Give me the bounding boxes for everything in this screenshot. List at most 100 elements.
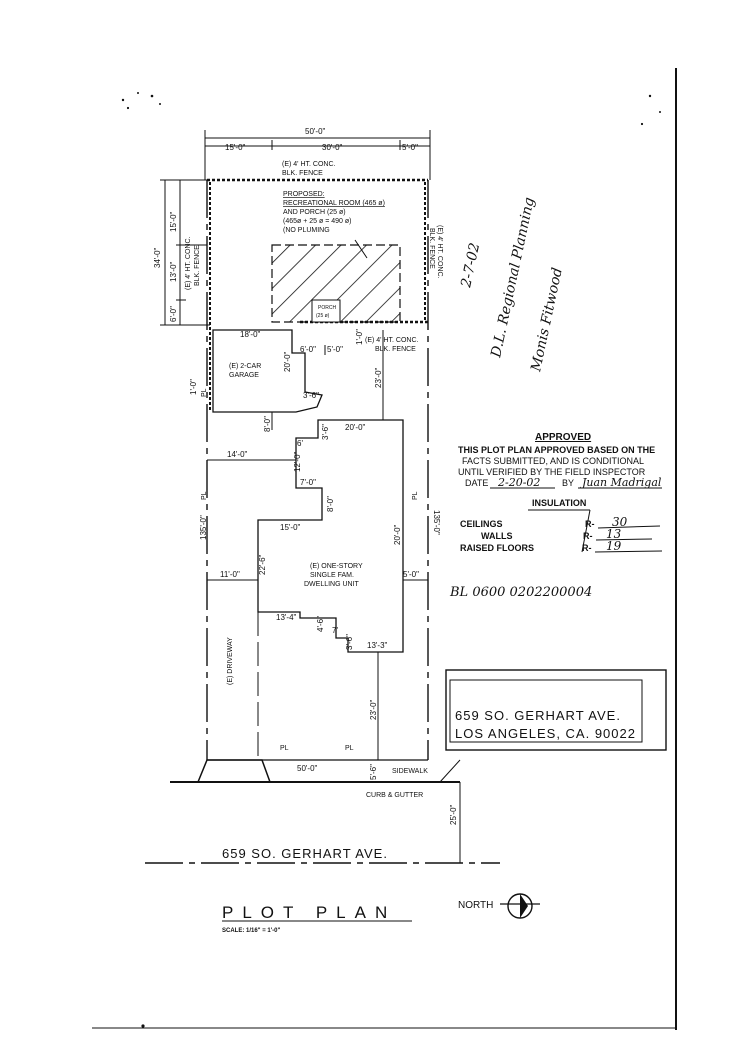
dwelling-label-1: (E) ONE-STORY	[310, 563, 363, 570]
dim-house-8: 8'-0"	[326, 496, 335, 512]
dim-step-6: 6'	[297, 439, 303, 448]
stamp-row-floors-r: R-	[582, 543, 592, 553]
stamp-row-ceilings-value: 30	[612, 515, 628, 529]
right-fence-label-1: (E) 4' HT. CONC.	[436, 225, 443, 279]
dim-house-22-6: 22'-6"	[258, 554, 267, 575]
dim-top-left: 15'-0"	[225, 143, 246, 152]
stamp-approved: APPROVED	[535, 432, 591, 443]
dim-front-lot: 50'-0"	[297, 764, 318, 773]
dim-left-34: 34'-0"	[153, 247, 162, 268]
plot-plan-title: PLOT PLAN	[222, 903, 396, 922]
curb-label: CURB & GUTTER	[366, 792, 423, 799]
rear-fence-label-2: BLK. FENCE	[282, 170, 323, 177]
dim-house-15: 15'-0"	[280, 523, 301, 532]
dim-house-13-4: 13'-4"	[276, 613, 297, 622]
dim-step-3-6b: 3'-6"	[321, 424, 330, 440]
dim-side-1: 1'-0"	[189, 379, 198, 395]
proposed-line-3: (465ø + 25 ø = 490 ø)	[283, 218, 351, 225]
approval-stamp: APPROVED THIS PLOT PLAN APPROVED BASED O…	[458, 432, 663, 553]
dim-house-7: 7'-0"	[300, 478, 316, 487]
dim-house-20w: 20'-0"	[345, 423, 366, 432]
lot-boundary	[206, 180, 429, 760]
dim-house-4-6: 4'-6"	[316, 616, 325, 632]
pl-right-mid: PL	[412, 491, 419, 500]
rear-fence-label-1: (E) 4' HT. CONC.	[282, 161, 336, 168]
sidewalk-label: SIDEWALK	[392, 768, 428, 775]
left-dimensions	[160, 179, 210, 326]
stamp-line-2: FACTS SUBMITTED, AND IS CONDITIONAL	[462, 456, 644, 466]
stamp-date-label: DATE	[465, 478, 488, 488]
stamp-row-ceilings-rule	[597, 525, 661, 529]
pl-front-right: PL	[345, 745, 354, 752]
stamp-line-1: THIS PLOT PLAN APPROVED BASED ON THE	[458, 445, 655, 455]
mid-fence-label-1: (E) 4' HT. CONC.	[365, 337, 419, 344]
dim-walk-5-6: 5'-6"	[369, 764, 378, 780]
left-fence-label-2: BLK. FENCE	[194, 245, 201, 286]
dim-street-25: 25'-0"	[449, 804, 458, 825]
street-name: 659 SO. GERHART AVE.	[222, 846, 388, 861]
dim-top-mid: 30'-0"	[322, 143, 343, 152]
stamp-by-value: Juan Madrigal	[580, 476, 662, 489]
stamp-row-floors-rule	[594, 550, 663, 553]
pl-left-mid: PL	[201, 491, 208, 500]
proposed-line-2: AND PORCH (25 ø)	[283, 209, 346, 216]
dim-left-15: 15'-0"	[169, 211, 178, 232]
stamp-row-walls-rule	[595, 538, 653, 541]
proposed-line-4: (NO PLUMING	[283, 227, 330, 234]
address-line-1: 659 SO. GERHART AVE.	[455, 708, 621, 723]
dim-gap-6: 6'-0"	[300, 345, 316, 354]
pl-front-left: PL	[280, 745, 289, 752]
garage-label-1: (E) 2-CAR	[229, 363, 261, 370]
dim-front-23: 23'-0"	[369, 699, 378, 720]
address-box-inner	[449, 679, 643, 743]
dim-left-6: 6'-0"	[169, 306, 178, 322]
signature-name: Monis Fitwood	[528, 266, 566, 374]
dim-top-right: 5'-0"	[402, 143, 418, 152]
pl-left-upper: PL	[201, 388, 208, 397]
proposed-leader	[354, 239, 368, 259]
stamp-insulation: INSULATION	[532, 498, 586, 508]
signature-agency: D.L. Regional Planning	[488, 196, 538, 360]
sidewalk-break	[439, 759, 461, 783]
stamp-date-value: 2-20-02	[497, 476, 540, 489]
proposed-line-1: RECREATIONAL ROOM (465 ø)	[283, 200, 385, 207]
dim-step-3-6a: 3'-6"	[303, 391, 319, 400]
stamp-row-walls-value: 13	[606, 527, 622, 541]
proposed-title: PROPOSED:	[283, 191, 325, 198]
dim-house-20h: 20'-0"	[393, 524, 402, 545]
left-fence-label-1: (E) 4' HT. CONC.	[185, 236, 192, 290]
dim-front-11: 11'-0"	[220, 570, 240, 579]
dwelling-label-2: SINGLE FAM.	[310, 572, 354, 579]
stamp-row-walls-label: WALLS	[481, 531, 513, 541]
top-dimensions	[204, 130, 431, 180]
dwelling-label-3: DWELLING UNIT	[304, 581, 360, 588]
address-line-2: LOS ANGELES, CA. 90022	[455, 726, 636, 741]
dim-garage-18: 18'-0"	[240, 330, 261, 339]
dim-house-13-3: 13'-3"	[367, 641, 388, 650]
garage-outline	[212, 329, 323, 413]
dim-rear-1: 1'-0"	[355, 329, 364, 345]
dim-house-3-6: 3'-6"	[345, 634, 354, 650]
dim-setback-23: 23'-0"	[374, 367, 383, 388]
stamp-row-floors-label: RAISED FLOORS	[460, 543, 534, 553]
dim-lot-135-right: 135'-0"	[432, 510, 441, 535]
right-fence-label-2: BLK. FENCE	[428, 228, 435, 269]
porch-label-1: PORCH	[318, 305, 336, 311]
permit-number: BL 0600 0202200004	[449, 585, 592, 600]
porch-label-2: (25 ø)	[316, 313, 330, 319]
planning-signature: 2-7-02 D.L. Regional Planning Monis Fitw…	[458, 196, 566, 374]
dim-left-13: 13'-0"	[169, 261, 178, 282]
driveway-apron	[197, 759, 271, 783]
dim-gap-5: 5'-0"	[327, 345, 343, 354]
stamp-row-ceilings-label: CEILINGS	[460, 519, 503, 529]
north-label: NORTH	[458, 900, 493, 911]
address-box-outer	[445, 669, 667, 751]
dim-garage-8: 8'-0"	[263, 416, 272, 432]
garage-label-2: GARAGE	[229, 372, 259, 379]
dim-front-14: 14'-0"	[227, 450, 248, 459]
stamp-row-floors-value: 19	[606, 539, 622, 553]
stamp-line-3: UNTIL VERIFIED BY THE FIELD INSPECTOR	[458, 467, 646, 477]
signature-date: 2-7-02	[458, 241, 483, 290]
dim-lot-135-left: 135'-0"	[199, 515, 208, 540]
